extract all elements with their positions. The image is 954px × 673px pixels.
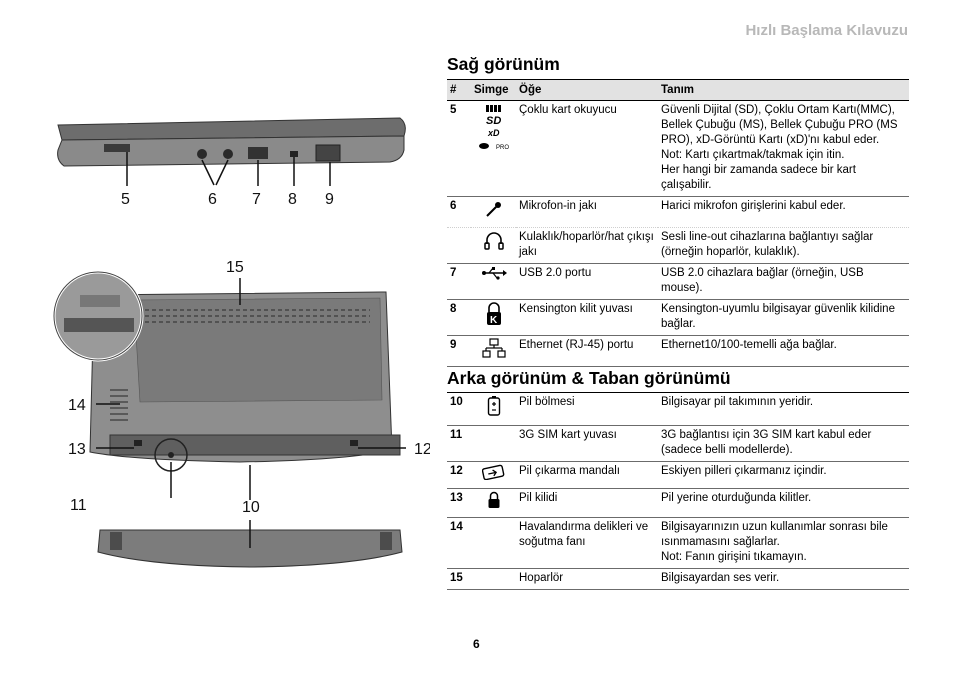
row-number: 6 — [450, 200, 457, 212]
row-number: 8 — [450, 303, 457, 315]
col-header-num: # — [447, 79, 471, 101]
row-item: Pil bölmesi — [519, 396, 575, 408]
row-item: Kensington kilit yuvası — [519, 303, 633, 315]
row-item: USB 2.0 portu — [519, 267, 592, 279]
row-desc: Pil yerine oturduğunda kilitler. — [661, 492, 812, 504]
zoom-detail-bubble — [52, 270, 144, 362]
row-number: 15 — [450, 572, 463, 584]
laptop-illustration: 5 6 7 8 9 — [50, 100, 432, 590]
svg-text:xD: xD — [487, 128, 500, 138]
card-reader-slot — [104, 144, 130, 152]
card-reader-icons: SD xD PRO — [471, 101, 516, 197]
usb-port — [248, 147, 268, 159]
table-row: 14 Havalandırma delikleri ve soğutma fan… — [447, 518, 909, 569]
section-title-rear-bottom-view: Arka görünüm & Taban görünümü — [447, 368, 731, 388]
row-desc: Eskiyen pilleri çıkarmanız içindir. — [661, 465, 827, 477]
row-desc: Bilgisayar pil takımının yeridir. — [661, 396, 814, 408]
row-desc: Bilgisayarınızın uzun kullanımlar sonras… — [661, 521, 888, 563]
svg-text:PRO: PRO — [496, 145, 509, 151]
row-desc: Harici mikrofon girişlerini kabul eder. — [661, 200, 846, 212]
row-item: Pil kilidi — [519, 492, 558, 504]
table-row: 12 Pil çıkarma mandalı Eskiyen pilleri ç… — [447, 462, 909, 489]
mic-jack — [197, 149, 207, 159]
section-title-right-view: Sağ görünüm — [447, 54, 560, 74]
row-item: Mikrofon-in jakı — [519, 200, 597, 212]
svg-text:K: K — [490, 315, 498, 326]
table-row: 6 Mikrofon-in jakı Harici mikrofon giriş… — [447, 197, 909, 228]
table-row: 9 Ethernet (RJ-45) portu Ethernet10/100-… — [447, 336, 909, 367]
callout-15: 15 — [226, 259, 244, 276]
kensington-slot — [290, 151, 298, 157]
callout-5: 5 — [121, 191, 130, 208]
laptop-right-side-view — [57, 117, 406, 167]
col-header-item: Öğe — [516, 79, 658, 101]
row-item: 3G SIM kart yuvası — [519, 429, 617, 441]
row-number: 12 — [450, 465, 463, 477]
row-item: Çoklu kart okuyucu — [519, 104, 617, 116]
table-row: Kulaklık/hoparlör/hat çıkışı jakı Sesli … — [447, 228, 909, 264]
row-desc: Kensington-uyumlu bilgisayar güvenlik ki… — [661, 303, 895, 330]
callout-13: 13 — [68, 441, 86, 458]
header-title: Hızlı Başlama Kılavuzu — [745, 22, 908, 39]
ethernet-port — [315, 144, 341, 162]
right-view-table: # Simge Öğe Tanım 5 SD xD PRO Çoklu kart… — [447, 79, 909, 367]
row-desc: Bilgisayardan ses verir. — [661, 572, 780, 584]
table-row: 10 Pil bölmesi Bilgisayar pil takımının … — [447, 393, 909, 426]
col-header-icon: Simge — [471, 79, 516, 101]
row-item: Havalandırma delikleri ve soğutma fanı — [519, 521, 649, 548]
row-number: 5 — [450, 104, 457, 116]
laptop-bottom-view — [89, 291, 401, 472]
row-number — [447, 228, 471, 264]
row-item: Kulaklık/hoparlör/hat çıkışı jakı — [519, 231, 654, 258]
row-item: Ethernet (RJ-45) portu — [519, 339, 634, 351]
callout-11: 11 — [70, 497, 87, 514]
table-header-row: # Simge Öğe Tanım — [447, 79, 909, 101]
row-item: Pil çıkarma mandalı — [519, 465, 620, 477]
callout-7: 7 — [252, 191, 261, 208]
row-desc: Güvenli Dijital (SD), Çoklu Ortam Kartı(… — [661, 104, 898, 191]
table-row: 15 Hoparlör Bilgisayardan ses verir. — [447, 569, 909, 590]
headphones-icon — [484, 232, 504, 250]
headphone-jack — [223, 149, 233, 159]
row-number: 7 — [450, 267, 457, 279]
svg-text:SD: SD — [486, 115, 501, 127]
microphone-icon — [486, 202, 501, 217]
callout-14: 14 — [68, 397, 86, 414]
battery-release-icon — [482, 464, 505, 480]
row-desc: 3G bağlantısı için 3G SIM kart kabul ede… — [661, 429, 872, 456]
row-number: 13 — [450, 492, 463, 504]
col-header-desc: Tanım — [658, 79, 909, 101]
usb-icon — [482, 267, 507, 280]
rear-view-table: 10 Pil bölmesi Bilgisayar pil takımının … — [447, 392, 909, 590]
row-number: 14 — [450, 521, 463, 533]
callout-9: 9 — [325, 191, 334, 208]
table-row: 5 SD xD PRO Çoklu kart okuyucu Güvenli D… — [447, 101, 909, 197]
row-number: 9 — [450, 339, 457, 351]
page-number: 6 — [473, 637, 480, 651]
callout-10: 10 — [242, 499, 260, 516]
battery-lock-icon — [488, 491, 500, 508]
laptop-rear-view — [97, 529, 403, 568]
table-row: 13 Pil kilidi Pil yerine oturduğunda kil… — [447, 489, 909, 518]
row-number: 11 — [450, 429, 463, 441]
row-desc: USB 2.0 cihazlara bağlar (örneğin, USB m… — [661, 267, 864, 294]
row-desc: Sesli line-out cihazlarına bağlantıyı sa… — [661, 231, 874, 258]
vent-grille — [110, 389, 128, 421]
row-item: Hoparlör — [519, 572, 564, 584]
callout-12: 12 — [414, 441, 430, 458]
table-row: 7 USB 2.0 portu USB 2.0 cihazlara bağlar… — [447, 264, 909, 300]
row-desc: Ethernet10/100-temelli ağa bağlar. — [661, 339, 837, 351]
kensington-lock-icon: K — [487, 302, 501, 326]
callout-6: 6 — [208, 191, 217, 208]
battery-icon — [487, 396, 501, 416]
callout-8: 8 — [288, 191, 297, 208]
table-row: 11 3G SIM kart yuvası 3G bağlantısı için… — [447, 426, 909, 462]
table-row: 8 K Kensington kilit yuvası Kensington-u… — [447, 300, 909, 336]
ethernet-icon — [482, 338, 506, 358]
row-number: 10 — [450, 396, 463, 408]
battery-area — [109, 434, 401, 456]
